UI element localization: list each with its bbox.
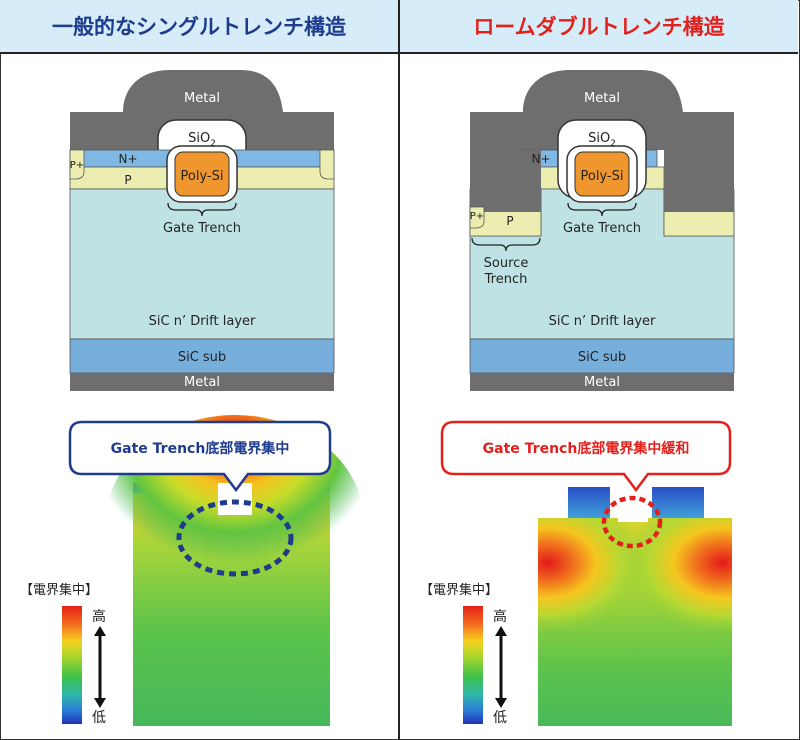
left-legend: 【電界集中】 高 低 [20,582,106,726]
left-poly-si [174,151,230,197]
right-focus-ellipse [601,495,663,549]
left-poly-label: Poly-Si [181,169,224,184]
right-poly-label: Poly-Si [581,169,624,184]
left-callout: Gate Trench底部電界集中 [68,420,332,493]
right-callout-text: Gate Trench底部電界集中緩和 [483,440,690,457]
left-p-label: P [124,173,131,187]
right-source-trench-label-2: Trench [484,272,528,287]
left-pplus-right [319,149,335,180]
right-metal-bottom [470,373,734,391]
right-sub-label: SiC sub [578,350,626,365]
left-sub-label: SiC sub [178,350,226,365]
right-drift-label: SiC n’ Drift layer [549,314,656,329]
right-simulation [538,487,732,726]
right-cross-section: Metal SiO2 Poly-Si N+ P+ P Gate Trench S… [469,70,735,391]
right-sim-trench-notch [618,500,648,522]
left-legend-low: 低 [92,710,106,726]
right-sub [469,338,735,374]
left-gate-trench-label: Gate Trench [163,221,241,236]
left-metal-top-label: Metal [184,91,220,106]
left-sub [69,338,335,374]
left-legend-high: 高 [92,608,106,625]
right-poly-si [574,151,630,197]
right-header: ロームダブルトレンチ構造 [400,0,798,54]
right-legend-high: 高 [493,608,507,625]
left-sio2-label: SiO2 [188,131,216,149]
center-divider [398,0,400,740]
right-sim-top-left [568,487,610,518]
right-callout: Gate Trench底部電界集中緩和 [440,420,732,493]
left-legend-arrow-down-icon [94,698,106,708]
right-source-brace [471,237,541,252]
right-legend-arrow-down-icon [495,698,507,708]
left-metal-bottom [70,373,334,391]
left-cross-section: Metal SiO2 Poly-Si N+ P+ P Gate Trench S… [69,70,335,391]
left-drift-label: SiC n’ Drift layer [149,314,256,329]
right-sim-top-right [652,487,704,518]
left-legend-bar [62,606,82,724]
right-callout-bubble [440,420,732,493]
right-p-label: P [506,214,513,228]
left-callout-bubble [68,420,332,493]
left-callout-text: Gate Trench底部電界集中 [111,440,290,457]
right-legend-arrow-up-icon [495,626,507,636]
left-gate-brace [167,202,237,217]
right-gate-trench-label: Gate Trench [563,221,641,236]
right-pplus-inner [469,206,485,229]
right-sio2-label: SiO2 [588,131,616,149]
right-legend-title: 【電界集中】 [420,582,498,598]
right-legend-low: 低 [493,710,507,726]
right-sim-hot-right [538,518,732,658]
left-legend-arrow-up-icon [94,626,106,636]
right-legend-bar [463,606,483,724]
right-legend: 【電界集中】 高 低 [420,582,507,726]
left-metal-top [70,70,334,150]
left-pplus-left [69,149,85,180]
right-metal-bottom-label: Metal [584,375,620,390]
right-metal-top-label: Metal [584,91,620,106]
right-pplus-label: P+ [470,211,484,222]
right-source-trench-label-1: Source [484,256,529,271]
left-legend-title: 【電界集中】 [20,582,98,598]
left-pplus-label: P+ [70,160,84,171]
left-nplus-label: N+ [118,152,137,166]
right-metal-right-pillar [664,150,734,212]
right-gate-brace [567,202,637,217]
right-metal-left-pillar [470,150,541,212]
left-header: 一般的なシングルトレンチ構造 [0,0,398,54]
right-nplus-label: N+ [531,152,550,166]
left-metal-bottom-label: Metal [184,375,220,390]
left-focus-ellipse [176,499,294,577]
